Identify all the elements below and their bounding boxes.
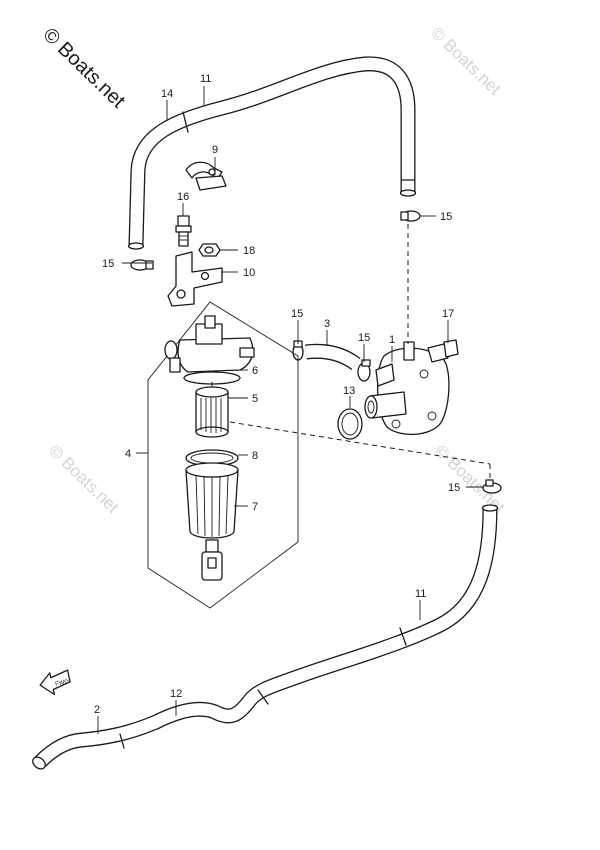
callout-2: 2: [94, 704, 100, 716]
watermark-faint-top-right: © Boats.net: [427, 23, 504, 99]
clip-part-9: [185, 161, 227, 191]
watermark-faint-middle-left: © Boats.net: [45, 441, 122, 517]
callout-17: 17: [442, 308, 454, 320]
leader-lines: [97, 86, 483, 734]
bolt-part-16: [175, 215, 192, 247]
callout-5: 5: [252, 393, 258, 405]
clamp-upper-left: [130, 259, 154, 271]
callout-18: 18: [243, 245, 255, 257]
callout-11-top: 11: [200, 73, 211, 85]
clamp-upper-right: [400, 210, 421, 222]
callout-15-lower-right: 15: [448, 482, 460, 494]
callout-15-middle-a: 15: [291, 308, 303, 320]
callout-15-upper-right: 15: [440, 211, 452, 223]
filter-element-part-5: [195, 386, 229, 438]
callout-15-middle-b: 15: [358, 332, 370, 344]
dash-to-clamp: [229, 421, 491, 465]
fuel-pump-part-1: [364, 341, 450, 435]
callout-16: 16: [177, 191, 189, 203]
filter-bowl-part-7: [185, 462, 239, 581]
watermark-faint-middle-right: © Boats.net: [431, 441, 508, 517]
callout-10: 10: [243, 267, 255, 279]
callout-12: 12: [170, 688, 182, 700]
arrow-left-icon: FWD: [39, 669, 71, 696]
o-ring-part-13: [337, 408, 363, 440]
forward-label: FWD: [55, 679, 70, 688]
nut-part-18: [198, 243, 221, 257]
hose-part-3: [305, 343, 361, 371]
upper-hose: [127, 56, 417, 250]
filter-assembly-outline: [147, 301, 299, 609]
callout-3: 3: [324, 318, 330, 330]
callout-4: 4: [125, 448, 131, 460]
callout-14: 14: [161, 88, 173, 100]
callout-11-bottom: 11: [415, 588, 426, 600]
filter-head-part-6: [164, 315, 255, 385]
bolt-part-17: [427, 339, 459, 363]
callout-15-upper-left: 15: [102, 258, 114, 270]
lower-hose: [32, 504, 499, 770]
callout-13: 13: [343, 385, 355, 397]
clamp-middle-b: [357, 359, 371, 382]
clamp-lower-right: [482, 479, 502, 494]
callout-8: 8: [252, 450, 258, 462]
bracket-part-10: [167, 251, 223, 307]
callout-9: 9: [212, 144, 218, 156]
callout-1: 1: [389, 334, 395, 346]
callout-6: 6: [252, 365, 258, 377]
callout-7: 7: [252, 501, 258, 513]
watermark-main: © Boats.net: [39, 24, 130, 113]
